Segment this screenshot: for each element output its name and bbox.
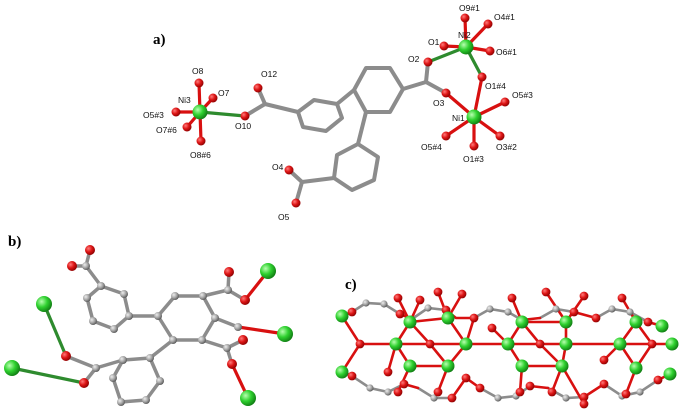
panel-a-nickel-atoms bbox=[192, 39, 482, 125]
label-o5-4: O5#4 bbox=[421, 142, 442, 152]
label-o3: O3 bbox=[433, 98, 445, 108]
panel-c: c) bbox=[335, 277, 679, 409]
label-ni1: Ni1 bbox=[452, 113, 465, 123]
label-o8-6: O8#6 bbox=[190, 150, 211, 160]
label-o1-3: O1#3 bbox=[463, 154, 484, 164]
panel-a-metal-bonds bbox=[174, 16, 507, 148]
label-ni2: Ni2 bbox=[458, 30, 471, 40]
label-ni3: Ni3 bbox=[178, 95, 191, 105]
label-o10: O10 bbox=[235, 121, 251, 131]
label-o1: O1 bbox=[428, 37, 440, 47]
panel-a-atom-labels: O9#1 O4#1 O1 Ni2 O6#1 O2 O1#4 O3 O5#3 Ni… bbox=[143, 3, 533, 222]
label-o12: O12 bbox=[261, 69, 277, 79]
panel-b-carbon-bonds bbox=[64, 248, 247, 404]
panel-c-nickel-atoms bbox=[335, 309, 679, 381]
label-o4: O4 bbox=[272, 162, 284, 172]
label-o5-3b: O5#3 bbox=[143, 110, 164, 120]
label-o8: O8 bbox=[192, 66, 204, 76]
label-o9-1: O9#1 bbox=[459, 3, 480, 13]
panel-b-nickel-atoms bbox=[4, 263, 293, 406]
panel-c-carbon-atoms bbox=[362, 299, 644, 402]
panel-a: a) bbox=[143, 3, 533, 222]
panel-b-metal-bonds bbox=[10, 269, 287, 400]
panel-a-carbon-bonds bbox=[243, 60, 448, 205]
label-o7-6: O7#6 bbox=[156, 125, 177, 135]
label-o2: O2 bbox=[408, 54, 420, 64]
panel-b: b) bbox=[4, 234, 293, 406]
panel-a-label: a) bbox=[153, 32, 166, 48]
label-o7: O7 bbox=[218, 88, 230, 98]
panel-a-oxygen-atoms bbox=[171, 13, 510, 208]
label-o5: O5 bbox=[278, 212, 290, 222]
panel-b-carbon-atoms bbox=[82, 262, 242, 406]
label-o4-1: O4#1 bbox=[494, 12, 515, 22]
panel-c-label: c) bbox=[345, 277, 357, 293]
panel-b-oxygen-atoms bbox=[61, 245, 250, 388]
label-o6-1: O6#1 bbox=[496, 47, 517, 57]
panel-c-oxygen-atoms bbox=[347, 287, 663, 409]
label-o3-2: O3#2 bbox=[496, 142, 517, 152]
label-o1-4: O1#4 bbox=[485, 81, 506, 91]
panel-b-label: b) bbox=[8, 234, 21, 250]
label-o5-3a: O5#3 bbox=[512, 90, 533, 100]
